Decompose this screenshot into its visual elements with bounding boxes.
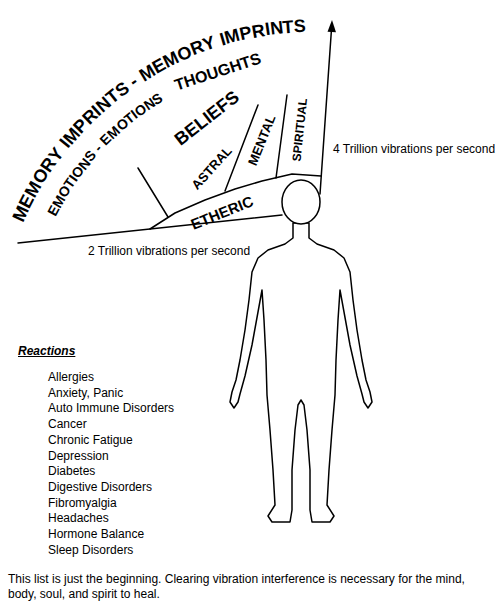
frequency-label: 4 Trillion vibrations per second (333, 143, 495, 157)
list-item: Headaches (48, 512, 109, 526)
list-item: Anxiety, Panic (48, 387, 123, 401)
frequency-label: 2 Trillion vibrations per second (88, 245, 250, 259)
arrow-head (328, 20, 337, 32)
figure-head (282, 180, 320, 224)
letter: S (294, 17, 307, 36)
letter: T (282, 17, 294, 36)
list-item: Allergies (48, 371, 94, 385)
list-item: Fibromyalgia (48, 497, 117, 511)
list-item: Diabetes (48, 465, 95, 479)
list-item: Digestive Disorders (48, 481, 152, 495)
caption-note: This list is just the beginning. Clearin… (8, 572, 496, 602)
sector-divider (276, 95, 287, 178)
layer-label: ASTRAL (189, 143, 235, 192)
list-item: Sleep Disorders (48, 544, 133, 558)
layer-label: MENTAL (245, 113, 279, 168)
letter: N (269, 18, 284, 37)
sector-divider (138, 168, 168, 217)
list-item: Auto Immune Disorders (48, 402, 174, 416)
list-heading: Reactions (18, 345, 75, 359)
frequency-arrow (320, 29, 332, 194)
list-item: Hormone Balance (48, 528, 144, 542)
band-label: BELIEFS (171, 86, 244, 149)
list-item: Depression (48, 450, 109, 464)
human-figure (230, 223, 372, 522)
layer-label: ETHERIC (188, 192, 256, 233)
list-item: Chronic Fatigue (48, 434, 133, 448)
layer-label: SPIRITUAL (290, 98, 310, 162)
band-label: EMOTIONS - EMOTIONS (43, 86, 174, 220)
list-item: Cancer (48, 418, 87, 432)
